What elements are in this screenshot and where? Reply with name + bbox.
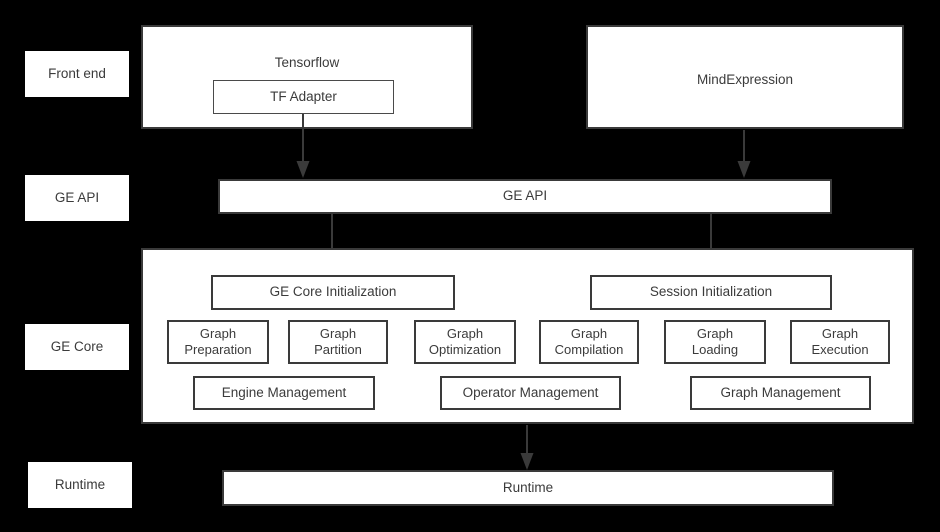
unit-graph-preparation[interactable]: Graph Preparation xyxy=(167,320,269,364)
unit-graph-partition[interactable]: Graph Partition xyxy=(288,320,388,364)
unit-graph-loading[interactable]: Graph Loading xyxy=(664,320,766,364)
tensorflow-title: Tensorflow xyxy=(274,55,340,70)
ge-api-bar[interactable]: GE API xyxy=(218,179,832,214)
layer-label-front-end: Front end xyxy=(25,51,129,97)
layer-label-ge-api: GE API xyxy=(25,175,129,221)
ge-core-initialization-box[interactable]: GE Core Initialization xyxy=(211,275,455,310)
mindexpression-title: MindExpression xyxy=(696,72,794,87)
session-initialization-box[interactable]: Session Initialization xyxy=(590,275,832,310)
engine-management-box[interactable]: Engine Management xyxy=(193,376,375,410)
unit-graph-optimization[interactable]: Graph Optimization xyxy=(414,320,516,364)
unit-graph-compilation[interactable]: Graph Compilation xyxy=(539,320,639,364)
graph-management-box[interactable]: Graph Management xyxy=(690,376,871,410)
runtime-bar[interactable]: Runtime xyxy=(222,470,834,506)
mindexpression-container[interactable]: MindExpression xyxy=(586,25,904,129)
layer-label-runtime: Runtime xyxy=(28,462,132,508)
tf-adapter-box[interactable]: TF Adapter xyxy=(213,80,394,114)
unit-graph-execution[interactable]: Graph Execution xyxy=(790,320,890,364)
layer-label-ge-core: GE Core xyxy=(25,324,129,370)
operator-management-box[interactable]: Operator Management xyxy=(440,376,621,410)
